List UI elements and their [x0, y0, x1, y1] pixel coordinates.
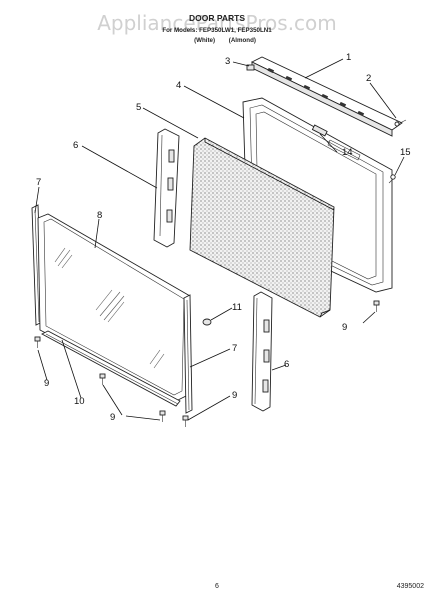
callout-10: 10	[74, 396, 85, 407]
screw-part-9	[34, 300, 380, 427]
callout-9-left: 9	[44, 378, 49, 389]
callout-7-right: 7	[232, 343, 237, 354]
side-trim-right-part	[183, 294, 193, 414]
callout-2: 2	[366, 73, 371, 84]
callout-9-lower-right: 9	[232, 390, 237, 401]
screw-part-2	[394, 119, 407, 127]
side-channel-lower-part	[251, 291, 273, 412]
part-number: 4395002	[397, 583, 424, 590]
callout-6-lower: 6	[284, 359, 289, 370]
leader-lines	[34, 58, 405, 421]
callout-5: 5	[136, 102, 141, 113]
callout-9-bottom: 9	[110, 412, 115, 423]
callout-3: 3	[225, 56, 230, 67]
vent-trim-part	[250, 56, 403, 137]
callout-8: 8	[97, 210, 102, 221]
callout-14: 14	[342, 147, 353, 158]
callout-9-right: 9	[342, 322, 347, 333]
callout-4: 4	[176, 80, 181, 91]
callout-11: 11	[232, 302, 242, 313]
watermark: AppliancePartsPros.com	[97, 11, 337, 35]
clip-part-3	[246, 64, 255, 71]
screw-part-15	[388, 174, 396, 184]
diagram-title: DOOR PARTS	[189, 13, 245, 23]
clip-part-11	[202, 318, 212, 326]
callout-15: 15	[400, 147, 411, 158]
side-channel-upper-part	[153, 128, 180, 248]
bottom-channel-part	[41, 330, 181, 407]
callout-1: 1	[346, 52, 351, 63]
model-colors: (White) (Almond)	[194, 37, 256, 44]
model-numbers: For Models: FEP350LW1, FEP350LN1	[162, 27, 272, 34]
callout-6-upper: 6	[73, 140, 78, 151]
callout-7-left: 7	[36, 177, 41, 188]
page-number: 6	[215, 583, 219, 590]
insulation-pad-part	[189, 137, 335, 318]
